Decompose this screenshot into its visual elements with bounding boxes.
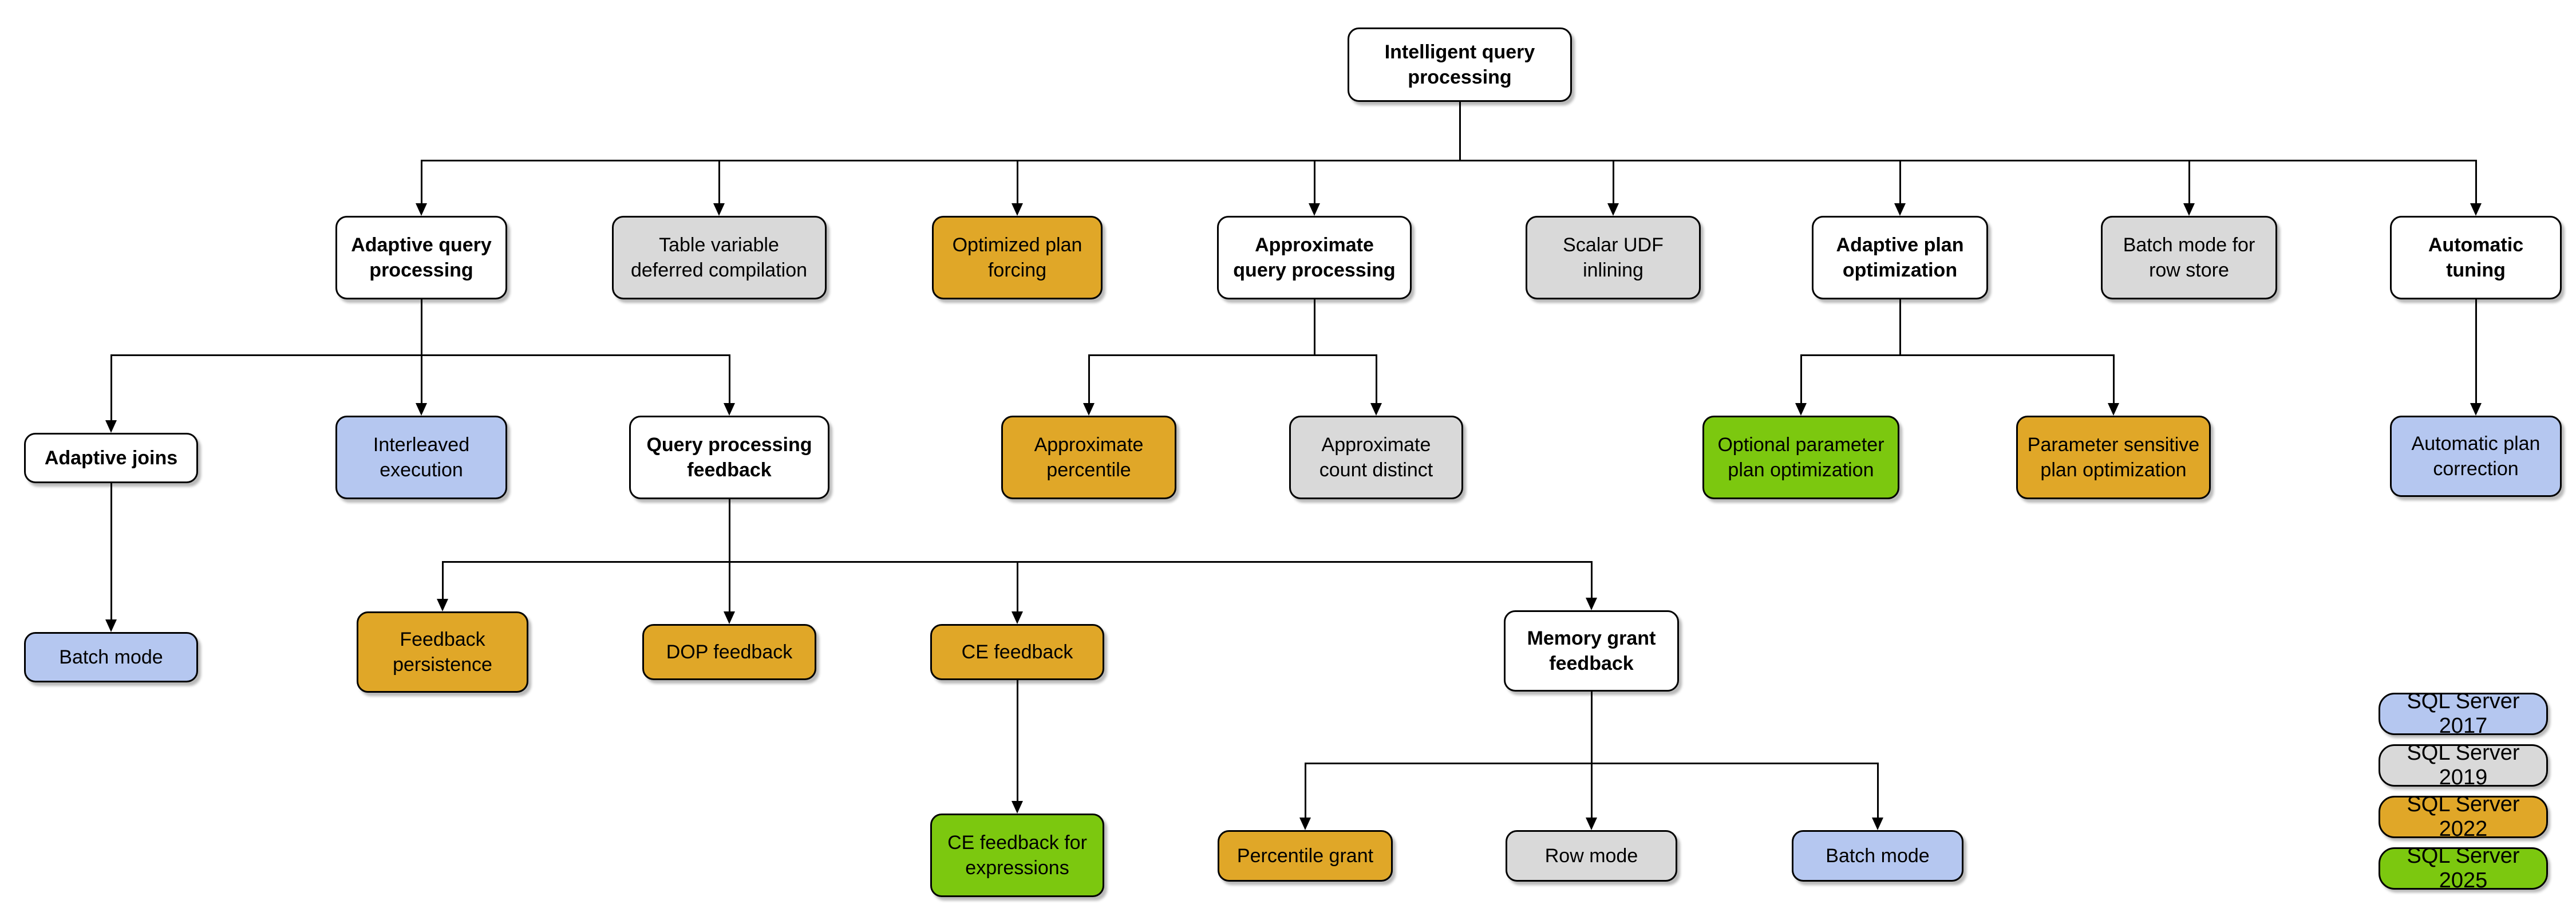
arrow-head-icon: [1894, 203, 1906, 216]
connector-line-vertical: [1590, 692, 1593, 764]
connector-arrow-shaft: [1876, 763, 1879, 819]
node-adaptive-query-processing: Adaptive query processing: [335, 216, 507, 299]
connector-arrow-shaft: [1016, 680, 1018, 802]
node-table-variable-deferred-compilation: Table variable deferred compilation: [611, 216, 827, 299]
node-approximate-count-distinct: Approximate count distinct: [1289, 416, 1463, 499]
connector-arrow-shaft: [1899, 160, 1901, 204]
node-approximate-percentile: Approximate percentile: [1001, 416, 1176, 499]
node-memory-grant-feedback: Memory grant feedback: [1504, 610, 1679, 692]
legend-item-sql-server-2019: SQL Server 2019: [2379, 741, 2548, 789]
connector-arrow-shaft: [1590, 562, 1593, 599]
legend-item-sql-server-2022: SQL Server 2022: [2379, 792, 2548, 841]
connector-arrow-shaft: [1612, 160, 1614, 204]
arrow-head-icon: [724, 403, 735, 416]
legend-item-sql-server-2017: SQL Server 2017: [2379, 689, 2548, 738]
connector-arrow-shaft: [1313, 160, 1315, 204]
arrow-head-icon: [1012, 801, 1023, 814]
node-batch-mode-for-row-store: Batch mode for row store: [2101, 216, 2277, 299]
arrow-head-icon: [416, 203, 427, 216]
connector-arrow-shaft: [110, 355, 112, 421]
connector-arrow-shaft: [420, 355, 422, 404]
node-ce-feedback: CE feedback: [930, 624, 1104, 680]
node-percentile-grant: Percentile grant: [1218, 830, 1393, 882]
arrow-head-icon: [1586, 818, 1597, 830]
connector-arrow-shaft: [1800, 355, 1802, 404]
connector-line-horizontal: [110, 354, 730, 356]
connector-arrow-shaft: [1590, 763, 1593, 819]
node-feedback-persistence: Feedback persistence: [357, 611, 528, 693]
arrow-head-icon: [437, 599, 448, 611]
arrow-head-icon: [2470, 203, 2482, 216]
node-intelligent-query-processing: Intelligent query processing: [1348, 27, 1572, 102]
arrow-head-icon: [2470, 403, 2482, 416]
arrow-head-icon: [416, 403, 427, 416]
connector-line-horizontal: [1088, 354, 1377, 356]
node-optimized-plan-forcing: Optimized plan forcing: [932, 216, 1103, 299]
node-adaptive-plan-optimization: Adaptive plan optimization: [1812, 216, 1988, 299]
arrow-head-icon: [1309, 203, 1320, 216]
node-scalar-udf-inlining: Scalar UDF inlining: [1526, 216, 1701, 299]
arrow-head-icon: [713, 203, 725, 216]
connector-arrow-shaft: [2475, 160, 2477, 204]
connector-line-horizontal: [420, 159, 2477, 161]
node-dop-feedback: DOP feedback: [642, 624, 816, 680]
arrow-head-icon: [1872, 818, 1883, 830]
connector-arrow-shaft: [728, 355, 730, 404]
node-batch-mode-memory-grant: Batch mode: [1792, 830, 1963, 882]
connector-arrow-shaft: [1088, 355, 1090, 404]
arrow-head-icon: [105, 619, 117, 632]
arrow-head-icon: [1607, 203, 1619, 216]
node-parameter-sensitive-plan-optimization: Parameter sensitive plan optimization: [2016, 416, 2211, 499]
node-row-mode: Row mode: [1506, 830, 1677, 882]
arrow-head-icon: [1370, 403, 1382, 416]
node-batch-mode-adaptive-joins: Batch mode: [24, 632, 198, 682]
arrow-head-icon: [105, 420, 117, 433]
arrow-head-icon: [1299, 818, 1311, 830]
connector-arrow-shaft: [420, 160, 422, 204]
arrow-head-icon: [2108, 403, 2119, 416]
connector-arrow-shaft: [728, 562, 730, 613]
connector-arrow-shaft: [718, 160, 720, 204]
node-ce-feedback-for-expressions: CE feedback for expressions: [930, 814, 1104, 897]
connector-arrow-shaft: [1304, 763, 1306, 819]
connector-arrow-shaft: [2188, 160, 2190, 204]
connector-line-vertical: [1899, 299, 1901, 356]
connector-arrow-shaft: [1375, 355, 1377, 404]
node-approximate-query-processing: Approximate query processing: [1217, 216, 1412, 299]
node-interleaved-execution: Interleaved execution: [335, 416, 507, 499]
node-query-processing-feedback: Query processing feedback: [629, 416, 829, 499]
connector-arrow-shaft: [1016, 160, 1018, 204]
arrow-head-icon: [724, 611, 735, 624]
connector-line-vertical: [728, 499, 730, 562]
arrow-head-icon: [1795, 403, 1807, 416]
node-automatic-plan-correction: Automatic plan correction: [2390, 416, 2562, 497]
connector-line-horizontal: [1800, 354, 2115, 356]
node-optional-parameter-plan-optimization: Optional parameter plan optimization: [1702, 416, 1899, 499]
node-adaptive-joins: Adaptive joins: [24, 433, 198, 483]
node-automatic-tuning: Automatic tuning: [2390, 216, 2562, 299]
connector-line-vertical: [1459, 102, 1461, 161]
arrow-head-icon: [2183, 203, 2195, 216]
connector-line-vertical: [1313, 299, 1315, 356]
connector-arrow-shaft: [2475, 299, 2477, 404]
arrow-head-icon: [1586, 598, 1597, 610]
connector-arrow-shaft: [110, 483, 112, 621]
connector-arrow-shaft: [2112, 355, 2115, 404]
connector-line-vertical: [420, 299, 422, 356]
arrow-head-icon: [1012, 611, 1023, 624]
connector-arrow-shaft: [1016, 562, 1018, 613]
legend-item-sql-server-2025: SQL Server 2025: [2379, 844, 2548, 893]
arrow-head-icon: [1083, 403, 1095, 416]
connector-arrow-shaft: [441, 562, 444, 600]
arrow-head-icon: [1012, 203, 1023, 216]
